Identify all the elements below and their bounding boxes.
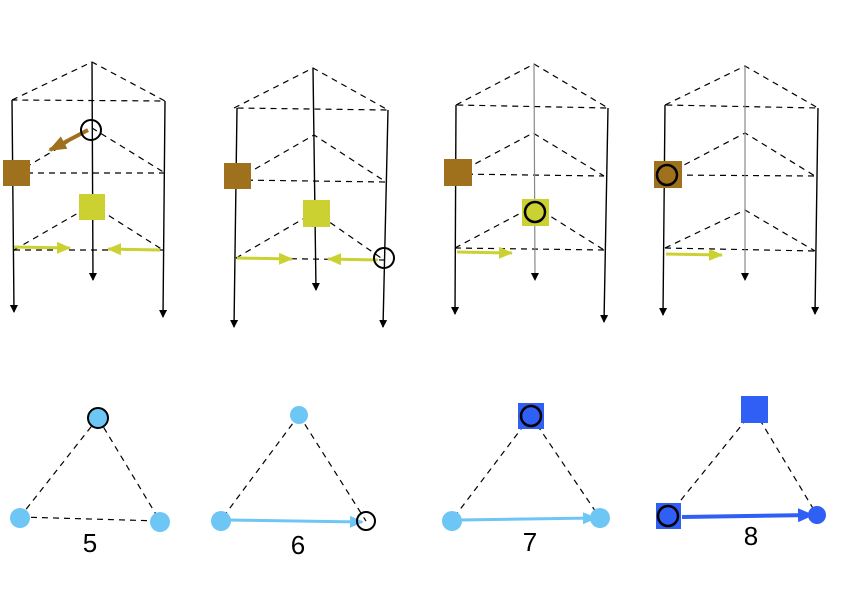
yellow-green-square <box>303 200 330 227</box>
light-blue-node <box>290 406 308 424</box>
highlight-circle <box>80 119 102 141</box>
highlight-circle <box>655 163 679 187</box>
highlight-circle <box>656 504 680 528</box>
light-blue-node <box>10 508 30 528</box>
step-label-7: 7 <box>523 527 537 557</box>
royal-blue-square <box>741 396 768 423</box>
yellow-green-arrow-left <box>327 253 379 266</box>
yellow-green-arrow-right <box>665 248 723 261</box>
highlight-circle <box>87 407 109 429</box>
stack-panel-3 <box>444 63 611 323</box>
triangle-panel-7: 7 <box>442 403 610 557</box>
yellow-green-arrow-left <box>107 243 161 256</box>
stack-panel-2 <box>224 67 395 328</box>
light-blue-arrow-left <box>226 515 364 528</box>
highlight-circle <box>519 404 543 428</box>
step-label-8: 8 <box>744 521 758 551</box>
triangle-panel-6: 6 <box>211 406 376 560</box>
triangle-panel-5: 5 <box>10 407 170 558</box>
highlight-circle <box>373 247 395 269</box>
stack-panel-4 <box>654 65 820 316</box>
royal-blue-square <box>518 403 544 429</box>
step-label-5: 5 <box>83 528 97 558</box>
light-blue-node <box>442 511 462 531</box>
light-blue-arrow-left <box>459 512 597 525</box>
highlight-circle <box>356 511 376 531</box>
yellow-green-square <box>79 194 105 220</box>
yellow-green-arrow-right <box>456 246 513 259</box>
gold-square <box>444 159 472 186</box>
light-blue-node <box>211 511 231 531</box>
gold-square <box>224 163 251 189</box>
light-blue-node <box>88 408 108 428</box>
yellow-green-arrow-right <box>236 252 293 265</box>
step-label-6: 6 <box>291 530 305 560</box>
gold-square <box>3 160 30 186</box>
triangle-panel-8: 8 <box>656 396 826 551</box>
yellow-green-arrow-right <box>13 241 71 254</box>
light-blue-node <box>150 512 170 532</box>
stack-panel-1 <box>3 61 168 318</box>
royal-blue-arrow-left <box>681 508 814 523</box>
highlight-circle <box>523 200 547 224</box>
